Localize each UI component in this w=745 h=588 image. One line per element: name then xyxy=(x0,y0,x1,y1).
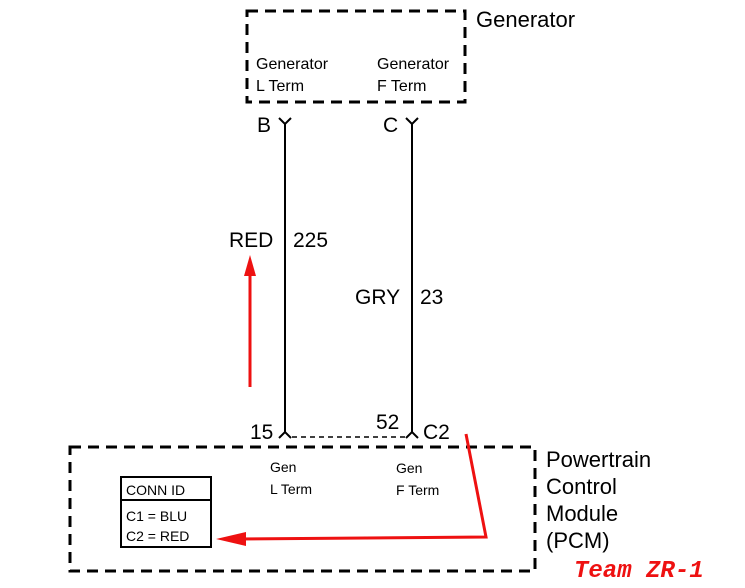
conn-id-row-1: C1 = BLU xyxy=(126,508,187,524)
pcm-title-1: Powertrain xyxy=(546,447,651,472)
generator-pin-c: C xyxy=(383,114,398,137)
pcm-pin-15-symbol xyxy=(278,430,292,439)
generator-l-term-label-2: L Term xyxy=(256,78,304,95)
pcm-box xyxy=(68,445,537,573)
conn-id-row-2: C2 = RED xyxy=(126,528,189,544)
conn-id-table xyxy=(120,476,212,548)
wire-gry-color-label: GRY xyxy=(355,286,400,309)
generator-pin-b-symbol xyxy=(278,117,292,126)
wire-gry-circuit-label: 23 xyxy=(420,286,443,309)
generator-title: Generator xyxy=(476,7,575,32)
pcm-connector-c2: C2 xyxy=(423,421,450,444)
team-zr1-watermark: Team ZR-1 xyxy=(574,558,704,585)
wire-red-circuit-label: 225 xyxy=(293,229,328,252)
pcm-l-term-label-2: L Term xyxy=(270,481,312,497)
generator-pin-b: B xyxy=(257,114,271,137)
pcm-l-term-label-1: Gen xyxy=(270,459,296,475)
pcm-pin-52-symbol xyxy=(405,430,419,439)
pcm-title-4: (PCM) xyxy=(546,528,610,553)
generator-l-term-label-1: Generator xyxy=(256,56,329,73)
annotation-arrow-c2-path xyxy=(235,433,488,541)
pcm-pin-15: 15 xyxy=(250,421,273,444)
pcm-title-2: Control xyxy=(546,474,617,499)
generator-f-term-label-1: Generator xyxy=(377,56,450,73)
annotation-arrow-c2-head xyxy=(216,532,246,546)
annotation-arrow-up-head xyxy=(244,255,256,276)
pcm-title-3: Module xyxy=(546,501,618,526)
pcm-pin-52: 52 xyxy=(376,411,399,434)
generator-box xyxy=(245,9,467,104)
pcm-f-term-label-1: Gen xyxy=(396,460,422,476)
generator-f-term-label-2: F Term xyxy=(377,78,426,95)
pcm-f-term-label-2: F Term xyxy=(396,482,439,498)
generator-pin-c-symbol xyxy=(405,117,419,126)
conn-id-header: CONN ID xyxy=(126,482,185,498)
wire-red-color-label: RED xyxy=(229,229,273,252)
